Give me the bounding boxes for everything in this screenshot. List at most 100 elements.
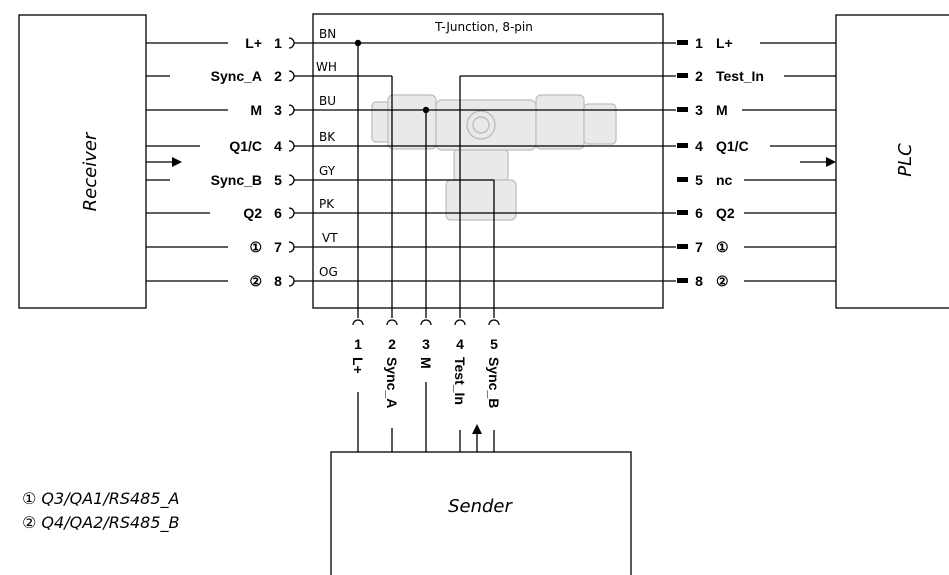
left-pin-number: 7 <box>274 239 282 255</box>
bottom-pin: 4 Test_In <box>452 319 468 452</box>
left-pin-signal: Sync_A <box>211 68 262 84</box>
right-pin-signal: M <box>716 102 728 118</box>
right-pin-signal: ① <box>716 239 729 255</box>
tjunction-title: T-Junction, 8-pin <box>434 20 533 34</box>
right-pin-number: 3 <box>695 102 703 118</box>
connector-illustration <box>371 94 617 221</box>
right-pin-signal: Q1/C <box>716 138 749 154</box>
right-pin-plug-icon <box>677 210 688 215</box>
left-pin-row: Sync_B 5 GY <box>146 164 494 188</box>
left-pin-rows: L+ 1 BN Sync_A 2 WH M 3 BU Q1/C 4 <box>146 27 676 289</box>
plc-input-arrow-icon <box>826 157 836 167</box>
right-pin-plug-icon <box>677 107 688 112</box>
right-pin-number: 1 <box>695 35 703 51</box>
internal-wires <box>354 39 495 318</box>
right-pin-plug-icon <box>677 40 688 45</box>
left-pin-signal: Sync_B <box>211 172 262 188</box>
right-pin-row: 1 L+ <box>358 35 836 51</box>
left-pin-socket-icon <box>288 207 295 219</box>
right-pin-number: 2 <box>695 68 703 84</box>
left-pin-socket-icon <box>288 241 295 253</box>
bottom-pin: 2 Sync_A <box>384 319 400 452</box>
sender-box <box>330 451 632 575</box>
right-pin-rows: 1 L+ 2 Test_In 3 M 4 Q1/C 5 nc <box>358 35 836 289</box>
bottom-pin-number: 5 <box>490 336 498 352</box>
receiver-title: Receiver <box>80 131 101 211</box>
sender-output-arrow-icon <box>472 424 482 434</box>
bottom-pin-number: 3 <box>422 336 430 352</box>
left-pin-socket-icon <box>288 37 295 49</box>
bottom-pin-signal: L+ <box>350 357 366 374</box>
bottom-pin-socket-icon <box>420 319 432 326</box>
left-pin-number: 3 <box>274 102 282 118</box>
right-pin-signal: Test_In <box>716 68 764 84</box>
left-pin-row: Q1/C 4 BK <box>146 130 676 154</box>
right-pin-row: 6 Q2 <box>677 205 836 221</box>
left-pin-signal: L+ <box>245 35 262 51</box>
left-pin-signal: Q2 <box>243 205 262 221</box>
left-pin-number: 8 <box>274 273 282 289</box>
wire-color-label: GY <box>319 164 336 178</box>
left-pin-row: Q2 6 PK <box>146 197 676 221</box>
bottom-pin-socket-icon <box>386 319 398 326</box>
wire-color-label: VT <box>322 231 338 245</box>
right-pin-signal: Q2 <box>716 205 735 221</box>
left-pin-socket-icon <box>288 275 295 287</box>
left-pin-signal: Q1/C <box>229 138 262 154</box>
wire-color-label: BN <box>319 27 336 41</box>
right-pin-plug-icon <box>677 278 688 283</box>
legend-item: ① Q3/QA1/RS485_A <box>22 489 179 509</box>
left-pin-signal: M <box>250 102 262 118</box>
bottom-pin: 5 Sync_B <box>486 319 502 452</box>
bottom-pin: 3 M <box>418 319 434 452</box>
left-pin-row: L+ 1 BN <box>146 27 358 51</box>
bottom-pins: 1 L+ 2 Sync_A 3 M 4 Test_In 5 Sync_B <box>350 319 502 452</box>
right-pin-row: 8 ② <box>677 273 836 289</box>
left-pin-number: 1 <box>274 35 282 51</box>
left-pin-number: 5 <box>274 172 282 188</box>
right-pin-row: 4 Q1/C <box>677 138 836 154</box>
wire-color-label: WH <box>316 60 337 74</box>
right-pin-row: 2 Test_In <box>460 68 836 84</box>
left-pin-number: 2 <box>274 68 282 84</box>
left-pin-row: Sync_A 2 WH <box>146 60 392 84</box>
left-pin-signal: ② <box>249 273 262 289</box>
right-pin-plug-icon <box>677 177 688 182</box>
bottom-pin-number: 4 <box>456 336 464 352</box>
right-pin-signal: nc <box>716 172 733 188</box>
right-pin-number: 4 <box>695 138 703 154</box>
right-pin-row: 5 nc <box>677 172 836 188</box>
legend-item: ② Q4/QA2/RS485_B <box>22 513 180 533</box>
left-pin-number: 4 <box>274 138 282 154</box>
right-pin-plug-icon <box>677 73 688 78</box>
right-pin-row: 7 ① <box>677 239 836 255</box>
bottom-pin-signal: Test_In <box>452 357 468 405</box>
left-pin-socket-icon <box>288 140 295 152</box>
left-pin-socket-icon <box>288 70 295 82</box>
right-pin-plug-icon <box>677 143 688 148</box>
bottom-pin-signal: Sync_A <box>384 357 400 408</box>
sender-title: Sender <box>448 496 513 517</box>
receiver-input-arrow-icon <box>172 157 182 167</box>
left-pin-row: ② 8 OG <box>146 265 676 289</box>
right-pin-plug-icon <box>677 244 688 249</box>
right-pin-signal: L+ <box>716 35 733 51</box>
wire-color-label: PK <box>319 197 335 211</box>
right-pin-number: 7 <box>695 239 703 255</box>
right-pin-row: 3 M <box>426 102 836 118</box>
tjunction-box <box>312 13 664 309</box>
bottom-pin-number: 1 <box>354 336 362 352</box>
right-pin-signal: ② <box>716 273 729 289</box>
left-pin-row: M 3 BU <box>146 94 426 118</box>
bottom-pin-signal: Sync_B <box>486 357 502 408</box>
plc-box <box>835 14 949 309</box>
left-pin-signal: ① <box>249 239 262 255</box>
left-pin-socket-icon <box>288 104 295 116</box>
left-pin-row: ① 7 VT <box>146 231 676 255</box>
bottom-pin-socket-icon <box>488 319 500 326</box>
bottom-pin-number: 2 <box>388 336 396 352</box>
wire-color-label: OG <box>319 265 338 279</box>
right-pin-number: 8 <box>695 273 703 289</box>
right-pin-number: 6 <box>695 205 703 221</box>
